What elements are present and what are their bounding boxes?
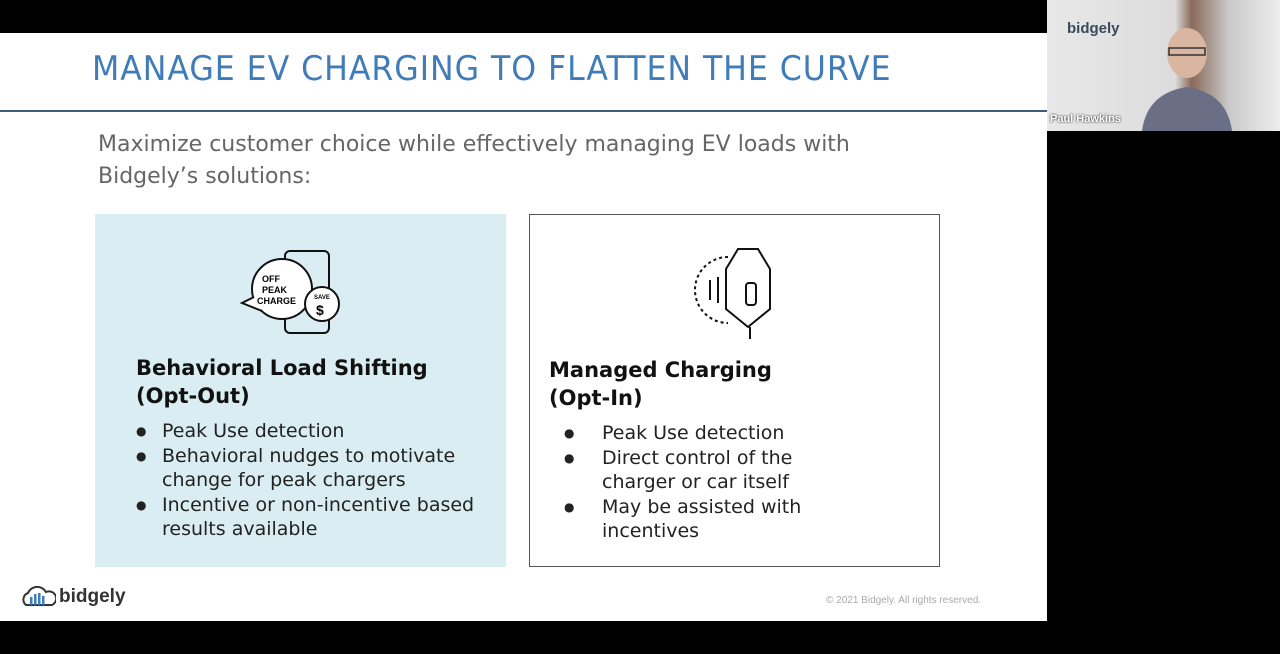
slide-title: MANAGE EV CHARGING TO FLATTEN THE CURVE	[92, 49, 892, 89]
background-logo: bidgely	[1067, 20, 1120, 37]
bidgely-logo: bidgely	[20, 585, 126, 609]
list-item: Peak Use detection	[136, 419, 486, 444]
svg-text:CHARGE: CHARGE	[257, 296, 296, 306]
cloud-bars-icon	[22, 585, 56, 606]
card-title: Behavioral Load Shifting(Opt-Out)	[136, 356, 428, 408]
participant-name: Paul Hawkins	[1050, 113, 1121, 125]
svg-text:OFF: OFF	[262, 274, 280, 284]
copyright: © 2021 Bidgely. All rights reserved.	[826, 595, 982, 606]
bullet-list: Peak Use detection Behavioral nudges to …	[136, 419, 486, 542]
svg-text:$: $	[316, 302, 324, 318]
svg-text:PEAK: PEAK	[262, 285, 288, 295]
list-item: Direct control of the charger or car its…	[530, 446, 850, 495]
presentation-slide: MANAGE EV CHARGING TO FLATTEN THE CURVE …	[0, 33, 1047, 621]
list-item: May be assisted with incentives	[530, 495, 850, 544]
title-divider	[0, 110, 1047, 112]
card-managed-charging: Managed Charging(Opt-In) Peak Use detect…	[529, 214, 940, 567]
participant-avatar	[1142, 28, 1232, 131]
bullet-list: Peak Use detection Direct control of the…	[530, 421, 850, 544]
list-item: Incentive or non-incentive based results…	[136, 493, 486, 542]
list-item: Behavioral nudges to motivate change for…	[136, 444, 486, 493]
ev-charger-plug-icon	[694, 248, 771, 339]
logo-text: bidgely	[59, 586, 126, 607]
svg-text:SAVE: SAVE	[314, 295, 330, 301]
participant-video-tile[interactable]: bidgely Paul Hawkins	[1047, 0, 1280, 131]
card-behavioral-load-shifting: OFF PEAK CHARGE SAVE $ Behavioral Load S…	[95, 214, 506, 567]
slide-subtitle: Maximize customer choice while effective…	[98, 132, 850, 189]
off-peak-charge-phone-icon: OFF PEAK CHARGE SAVE $	[240, 250, 340, 334]
card-title: Managed Charging(Opt-In)	[549, 358, 772, 410]
list-item: Peak Use detection	[530, 421, 850, 446]
